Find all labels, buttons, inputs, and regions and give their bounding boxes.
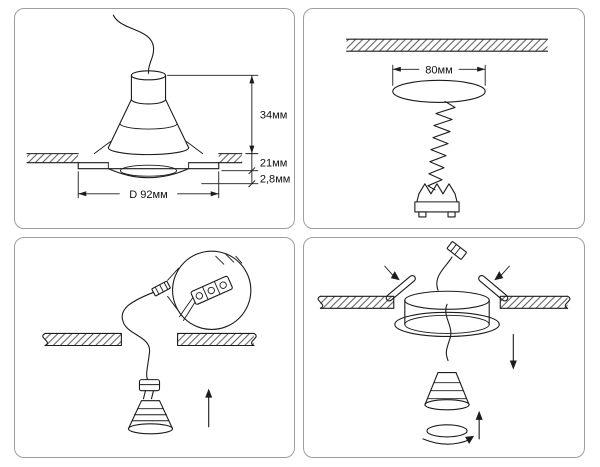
spot-bulb bbox=[424, 372, 470, 411]
fixture-housing bbox=[394, 290, 500, 362]
dim-21-label: 21мм bbox=[260, 158, 287, 170]
panel-mounting-step bbox=[303, 237, 585, 458]
torsion-spring bbox=[427, 100, 456, 191]
power-wire bbox=[112, 14, 155, 74]
power-wire bbox=[436, 256, 453, 291]
power-wire bbox=[121, 291, 155, 381]
panel-dimensions: 34мм 21мм 2,8мм D 92мм bbox=[14, 8, 295, 229]
ceiling-section bbox=[317, 295, 571, 309]
spot-bulb bbox=[127, 400, 174, 435]
lamp-socket bbox=[138, 379, 161, 400]
dim-80-label: 80мм bbox=[425, 64, 452, 76]
spring-clip-right bbox=[478, 265, 510, 302]
cutout-hole bbox=[392, 79, 486, 103]
ceiling-section bbox=[42, 332, 257, 347]
ceiling-section bbox=[26, 153, 243, 164]
spring-clip-left bbox=[384, 265, 416, 302]
dimension-flange: 2,8мм bbox=[201, 174, 290, 188]
panel-cutout: 80мм bbox=[303, 8, 585, 229]
lamp-body bbox=[93, 70, 204, 156]
bulb-ring bbox=[426, 424, 468, 438]
wiring-drawing bbox=[42, 250, 257, 435]
twist-arrow bbox=[422, 435, 475, 445]
connector-part bbox=[151, 280, 171, 297]
panel-wiring-step bbox=[14, 237, 295, 458]
cutout-drawing: 80мм bbox=[346, 38, 549, 218]
trim-ring bbox=[77, 162, 220, 179]
insert-arrow bbox=[205, 388, 213, 428]
detail-magnifier bbox=[167, 250, 252, 330]
dimension-drawing: 34мм 21мм 2,8мм D 92мм bbox=[26, 14, 290, 201]
dimension-height: 34мм bbox=[167, 74, 287, 185]
mains-connector bbox=[446, 241, 467, 260]
raise-arrow bbox=[475, 410, 483, 440]
dim-28-label: 2,8мм bbox=[260, 174, 290, 186]
cutout-dimension: 80мм bbox=[392, 64, 486, 86]
socket-holder bbox=[414, 183, 460, 218]
terminal-block bbox=[179, 275, 233, 321]
dimension-depth: 21мм bbox=[221, 158, 287, 175]
ceiling-section bbox=[346, 38, 549, 52]
lower-arrow bbox=[509, 333, 517, 370]
mounting-drawing bbox=[317, 241, 571, 445]
dimension-diameter: D 92мм bbox=[77, 171, 220, 201]
dim-34-label: 34мм bbox=[260, 110, 287, 122]
dim-diameter-label: D 92мм bbox=[129, 189, 167, 201]
